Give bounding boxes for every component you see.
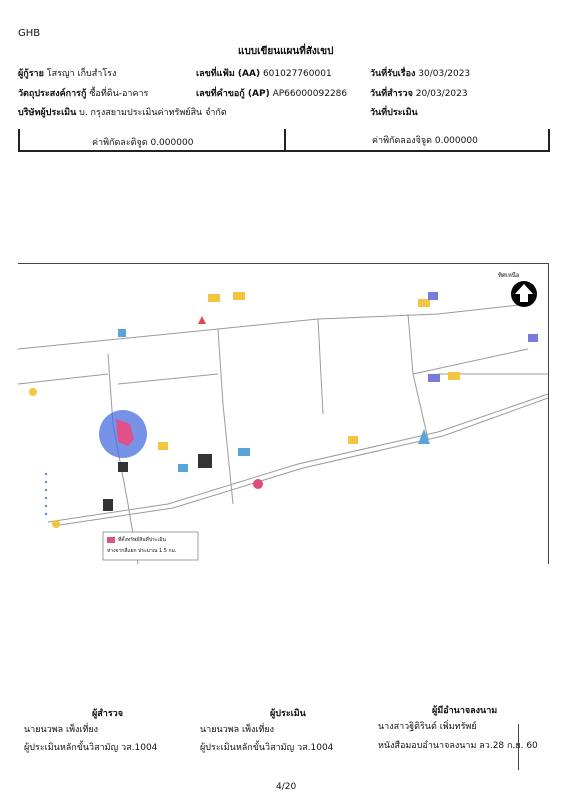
shop-icon <box>158 442 168 450</box>
form-no-value: 601027760001 <box>262 69 332 79</box>
received-value: 30/03/2023 <box>418 69 471 79</box>
survey-value: 20/03/2023 <box>415 89 468 99</box>
borrower-value: โสรญา เก็บสำโรง <box>46 69 117 79</box>
marker-icon <box>52 520 60 528</box>
authority-position: หนังสือมอบอำนาจลงนาม ลว.28 ก.ย. 60 <box>378 741 538 751</box>
request-no-value: AP66000092286 <box>272 89 348 99</box>
marker-icon <box>29 388 37 396</box>
shop-icon <box>448 372 460 380</box>
legend-subtext: ห่างจากสี่แยก ประมาณ 1.5 กม. <box>107 548 177 554</box>
borrower-row: ผู้กู้ราย โสรญา เก็บสำโรง <box>18 66 116 80</box>
landmark-icons <box>29 292 538 528</box>
map-drawing <box>17 281 549 565</box>
road-main-south-edge <box>52 397 549 527</box>
road-vertical-center <box>217 328 234 505</box>
authority-title: ผู้มีอำนาจลงนาม <box>432 706 498 716</box>
building-icon <box>428 292 438 300</box>
sketch-map: ทิศเหนือ ที่ตั้งทรัพย์สินที่ประเมิน ห่าง… <box>17 263 549 565</box>
temple-icon <box>198 316 206 324</box>
road-mid-branch <box>117 373 219 385</box>
canal-dots <box>44 472 48 516</box>
latitude: ค่าพิกัดละติจูด 0.000000 <box>92 138 194 148</box>
legend-box <box>102 531 199 561</box>
coord-right-border <box>548 129 550 151</box>
coord-bottom-border <box>18 150 550 152</box>
shop-icon <box>348 436 358 444</box>
legend-swatch <box>107 537 115 543</box>
page-number: 4/20 <box>276 782 297 792</box>
appraise-label: วันที่ประเมิน <box>370 108 418 118</box>
building-icon <box>528 334 538 342</box>
signature-mark <box>518 724 519 770</box>
received-label: วันที่รับเรื่อง <box>370 69 416 79</box>
road-north <box>17 303 529 350</box>
survey-label: วันที่สำรวจ <box>370 89 413 99</box>
road-mid-vertical <box>317 318 324 415</box>
longitude: ค่าพิกัดลองจิจูด 0.000000 <box>372 136 478 146</box>
building-icon <box>178 464 188 472</box>
factory-icon <box>198 454 212 468</box>
tower-icon <box>418 429 430 444</box>
coord-left-border <box>18 129 20 151</box>
appraiser-position: ผู้ประเมินหลักขั้นวิสามัญ วส.1004 <box>200 743 334 753</box>
purpose-row: วัตถุประสงค์การกู้ ซื้อที่ดิน-อาคาร <box>18 86 148 100</box>
authority-name: นางสาวฐิติรินต์ เพิ่มทรัพย์ <box>378 722 477 732</box>
form-no-row: เลขที่แฟ้ม (AA) 601027760001 <box>196 66 332 80</box>
road-east-branch <box>412 348 529 375</box>
request-no-label: เลขที่คำขอกู้ (AP) <box>196 89 270 99</box>
shop-icon <box>233 292 245 300</box>
building-icon <box>118 329 126 337</box>
building-icon <box>428 374 440 382</box>
north-arrow-icon <box>511 281 537 307</box>
road-vertical-east <box>407 313 429 440</box>
purpose-value: ซื้อที่ดิน-อาคาร <box>89 89 149 99</box>
borrower-label: ผู้กู้ราย <box>18 69 44 79</box>
factory-icon <box>118 462 128 472</box>
road-main-south <box>47 393 549 523</box>
shop-icon <box>418 299 430 307</box>
received-row: วันที่รับเรื่อง 30/03/2023 <box>370 66 470 80</box>
marker-icon <box>253 479 263 489</box>
surveyor-name: นายนวพล เพ็งเที่ยง <box>24 725 99 735</box>
company-row: บริษัทผู้ประเมิน บ. กรุงสยามประเมินค่าทร… <box>18 105 227 119</box>
appraiser-name: นายนวพล เพ็งเที่ยง <box>200 725 275 735</box>
company-label: บริษัทผู้ประเมิน <box>18 108 77 118</box>
surveyor-position: ผู้ประเมินหลักขั้นวิสามัญ วส.1004 <box>24 743 158 753</box>
building-icon <box>238 448 250 456</box>
factory-icon <box>103 499 113 511</box>
property-parcel <box>116 419 134 446</box>
legend-text: ที่ตั้งทรัพย์สินที่ประเมิน <box>118 537 166 543</box>
coord-divider <box>284 129 286 151</box>
purpose-label: วัตถุประสงค์การกู้ <box>18 89 87 99</box>
road-west-branch <box>17 373 109 385</box>
shop-icon <box>208 294 220 302</box>
doc-title: แบบเขียนแผนที่สังเขป <box>238 46 334 57</box>
north-label: ทิศเหนือ <box>498 272 520 279</box>
surveyor-title: ผู้สำรวจ <box>92 709 123 719</box>
appraise-row: วันที่ประเมิน <box>370 105 418 119</box>
org-code: GHB <box>18 28 41 39</box>
survey-row: วันที่สำรวจ 20/03/2023 <box>370 86 468 100</box>
request-no-row: เลขที่คำขอกู้ (AP) AP66000092286 <box>196 86 347 100</box>
company-value: บ. กรุงสยามประเมินค่าทรัพย์สิน จำกัด <box>79 108 227 118</box>
appraiser-title: ผู้ประเมิน <box>270 709 306 719</box>
form-no-label: เลขที่แฟ้ม (AA) <box>196 69 261 79</box>
